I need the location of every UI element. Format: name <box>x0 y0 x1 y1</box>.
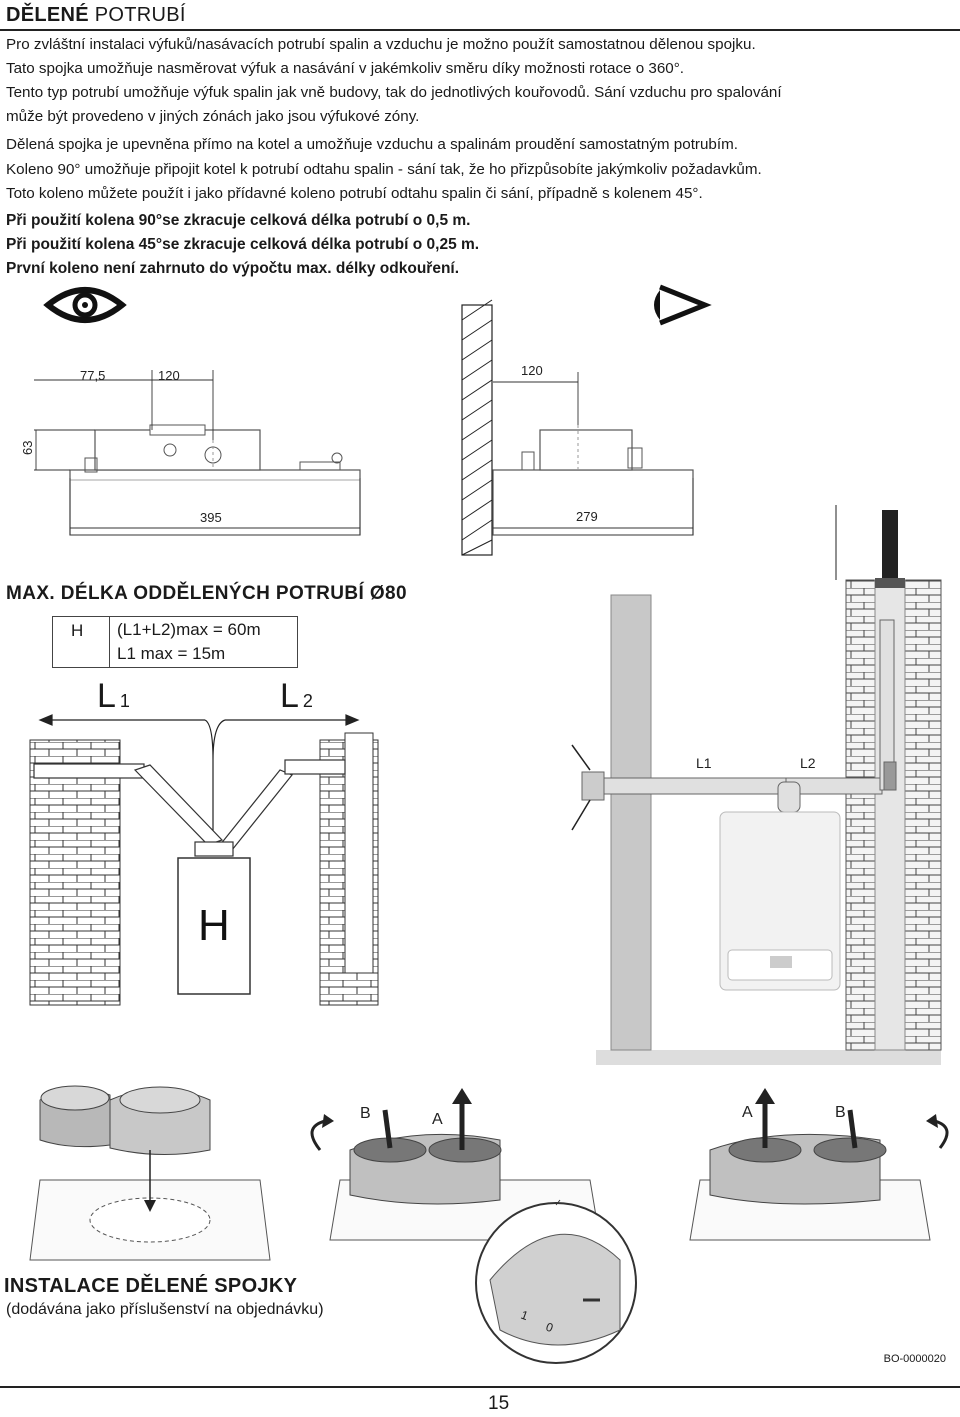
install-note: (dodávána jako příslušenství na objednáv… <box>6 1301 324 1318</box>
label-l2-main: L <box>280 677 299 715</box>
label-a-left: A <box>432 1111 443 1128</box>
paragraph-4: může být provedeno v jiných zónách jako … <box>6 108 420 125</box>
wall-section <box>461 299 493 556</box>
chimney-cap <box>875 578 905 588</box>
chimney-terminal <box>882 510 898 580</box>
paragraph-1: Pro zvláštní instalaci výfuků/nasávacích… <box>6 36 756 53</box>
formula-l1: L1 max = 15m <box>117 644 226 663</box>
note-first-elbow: První koleno není zahrnuto do výpočtu ma… <box>6 260 460 277</box>
installation-steps: B A A B 1 0 <box>29 1085 949 1364</box>
side-dimension-lines <box>493 372 694 535</box>
paragraph-2: Tato spojka umožňuje nasměrovat výfuk a … <box>6 60 685 77</box>
footer-rule <box>0 1386 960 1388</box>
dim-120-front: 120 <box>158 368 180 383</box>
step-1-adapter <box>29 1085 271 1261</box>
dim-77-5: 77,5 <box>80 368 105 383</box>
formula-total: (L1+L2)max = 60m <box>117 620 261 639</box>
label-a-right: A <box>742 1104 753 1121</box>
install-title: INSTALACE DĚLENÉ SPOJKY <box>4 1275 298 1297</box>
front-dimension-lines <box>34 370 361 535</box>
label-l2-sub: 2 <box>302 691 313 711</box>
chimney-flue <box>344 732 374 974</box>
label-b-left: B <box>360 1105 371 1122</box>
brick-wall-left <box>29 739 121 1006</box>
label-b-right: B <box>835 1104 846 1121</box>
dim-279: 279 <box>576 509 598 524</box>
section-title-bold: DĚLENÉ <box>6 4 89 26</box>
boiler-side-view <box>492 425 694 536</box>
boiler-display <box>770 956 792 968</box>
dim-63: 63 <box>20 441 35 455</box>
floor <box>596 1050 941 1065</box>
section-title: DĚLENÉ POTRUBÍ <box>6 4 186 27</box>
installation-illustration: L1 L2 <box>571 505 942 1065</box>
boiler-photo <box>719 811 841 991</box>
heading-rule <box>0 29 960 31</box>
boiler-schematic <box>177 857 251 995</box>
boiler-h-label: H <box>198 901 230 950</box>
dimension-drawing: 77,5 120 63 395 120 279 <box>20 284 712 556</box>
formula-h-label: H <box>71 621 84 640</box>
formula-divider <box>109 617 110 667</box>
formula-box: H (L1+L2)max = 60m L1 max = 15m <box>52 616 298 668</box>
boiler-front-view <box>69 424 361 536</box>
detail-magnifier <box>475 1199 637 1364</box>
dial-0: 0 <box>544 1320 555 1336</box>
note-elbow-90: Při použití kolena 90°se zkracuje celkov… <box>6 212 471 229</box>
paragraph-3: Tento typ potrubí umožňuje výfuk spalin … <box>6 84 782 101</box>
schematic-diagram: H <box>29 714 379 1006</box>
eye-side-icon <box>654 284 712 326</box>
doc-reference: BO-0000020 <box>883 1353 946 1365</box>
photo-l2-label: L2 <box>800 755 816 771</box>
note-elbow-45: Při použití kolena 45°se zkracuje celkov… <box>6 236 480 253</box>
label-l1-main: L <box>97 677 116 715</box>
dim-120-side: 120 <box>521 363 543 378</box>
page-number: 15 <box>488 1393 510 1414</box>
dial-1: 1 <box>519 1308 530 1324</box>
pipes-illustration <box>581 619 897 813</box>
pipes-schematic <box>33 759 346 857</box>
photo-l1-label: L1 <box>696 755 712 771</box>
max-length-title: MAX. DÉLKA ODDĚLENÝCH POTRUBÍ Ø80 <box>6 583 407 604</box>
paragraph-7: Toto koleno můžete použít i jako přídavn… <box>6 185 703 202</box>
paragraph-5: Dělená spojka je upevněna přímo na kotel… <box>6 136 738 153</box>
wall-pillar <box>610 594 652 1051</box>
section-title-rest: POTRUBÍ <box>88 4 186 26</box>
arrow-l1 <box>38 714 360 850</box>
dim-395: 395 <box>200 510 222 525</box>
eye-icon <box>43 287 127 323</box>
paragraph-6: Koleno 90° umožňuje připojit kotel k pot… <box>6 161 762 178</box>
label-l1-sub: 1 <box>119 691 130 711</box>
step-3-adapter <box>689 1088 949 1241</box>
